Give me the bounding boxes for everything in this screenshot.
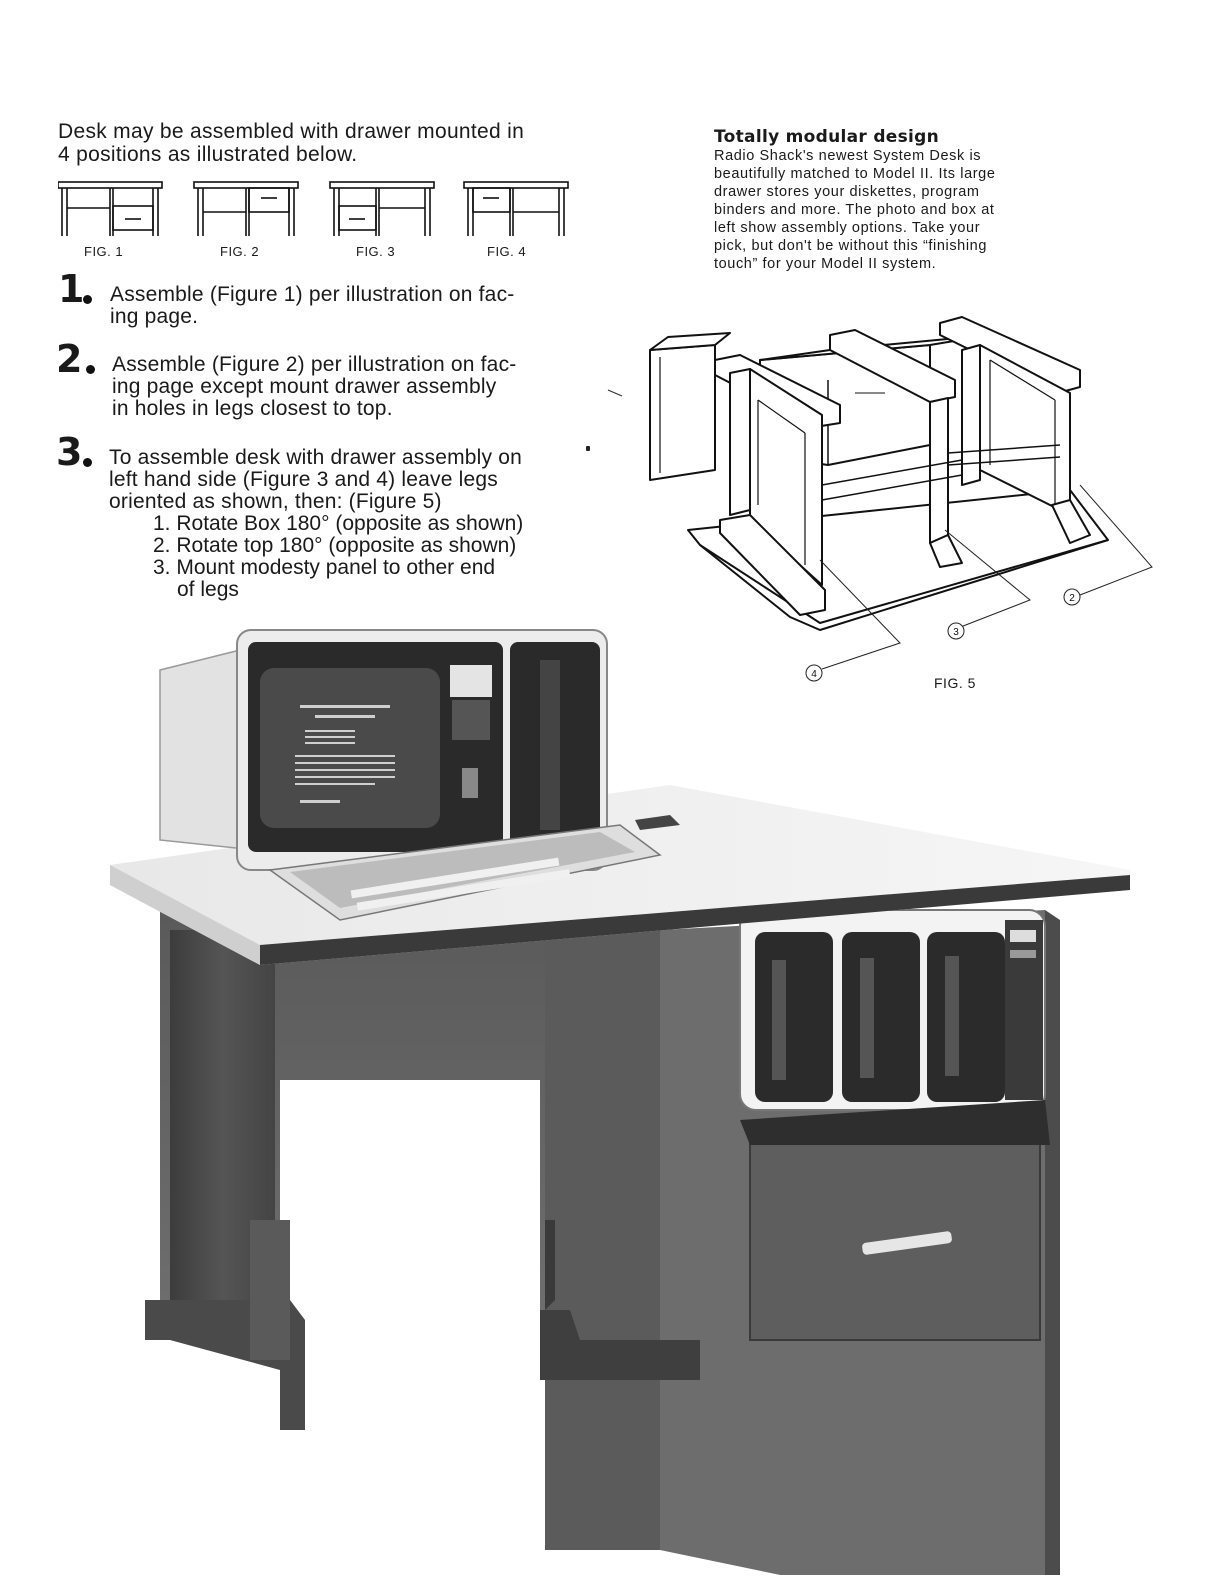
sidebar-line-3: drawer stores your diskettes, program [714,184,980,200]
fig-1-drawing [58,181,163,236]
desk-photo-icon [110,629,1130,1575]
step-2-bullet [86,365,95,374]
step-3-sub-4: of legs [177,578,239,601]
step-3-text: To assemble desk with drawer assembly on… [109,447,571,513]
callout-3: 3 [947,622,965,640]
disk-drive-2 [842,932,920,1102]
sidebar-line-6: pick, but don't be without this “finishi… [714,238,987,254]
step-1-line-1: Assemble (Figure 1) per illustration on … [110,283,515,306]
callout-4: 4 [805,664,823,682]
stray-mark [586,446,590,451]
drawer-position-figures [58,181,569,236]
sidebar-title: Totally modular design [714,127,940,147]
sidebar-line-2: beautifully matched to Model II. Its lar… [714,166,996,182]
svg-text:2: 2 [1069,593,1075,604]
drawer-handle [862,1231,952,1255]
fig-3-drawing [329,181,435,236]
svg-text:4: 4 [811,669,817,680]
step-3-line-1: To assemble desk with drawer assembly on [109,446,523,469]
sidebar-line-7: touch” for your Model II system. [714,256,937,272]
step-2-line-1: Assemble (Figure 2) per illustration on … [112,353,517,376]
sidebar-body: Radio Shack's newest System Desk is beau… [714,147,1054,273]
step-2-line-3: in holes in legs closest to top. [112,397,393,420]
step-3-sub-1: 1. Rotate Box 180° (opposite as shown) [153,512,524,535]
step-3-sub-3: 3. Mount modesty panel to other end [153,556,496,579]
callout-2: 2 [1063,588,1081,606]
sidebar-line-1: Radio Shack's newest System Desk is [714,148,982,164]
sidebar-line-4: binders and more. The photo and box at [714,202,995,218]
step-3-number: 3 [56,430,83,474]
step-3-sublist: 1. Rotate Box 180° (opposite as shown) 2… [153,513,573,601]
step-1-text: Assemble (Figure 1) per illustration on … [110,284,570,328]
step-1-number: 1 [58,267,85,311]
desk-modesty-panel [160,910,640,1320]
crt-screen [260,668,440,828]
fig-5-caption: FIG. 5 [934,675,976,691]
fig-2-caption: FIG. 2 [220,244,260,259]
step-2-text: Assemble (Figure 2) per illustration on … [112,354,572,420]
fig-4-drawing [463,181,569,236]
step-2-number: 2 [56,337,83,381]
leg-2-top [939,316,1081,394]
sidebar-line-5: left show assembly options. Take your [714,220,981,236]
step-1-bullet [83,295,92,304]
step-3-sub-2: 2. Rotate top 180° (opposite as shown) [153,534,517,557]
fig-1-caption: FIG. 1 [84,244,124,259]
step-3-bullet [83,458,92,467]
desk-center-leg [545,930,660,1550]
fig-5-exploded-diagram: 4 3 2 [607,316,1153,682]
desk-left-leg [170,930,275,1310]
svg-text:3: 3 [953,627,959,638]
fig-3-caption: FIG. 3 [356,244,396,259]
step-2-line-2: ing page except mount drawer assembly [112,375,497,398]
intro-line-2: 4 positions as illustrated below. [58,143,358,166]
step-3-line-3: oriented as shown, then: (Figure 5) [109,490,442,513]
intro-line-1: Desk may be assembled with drawer mounte… [58,120,525,143]
disk-drive-1 [755,932,833,1102]
fig-4-caption: FIG. 4 [487,244,527,259]
step-3-line-2: left hand side (Figure 3 and 4) leave le… [109,468,498,491]
step-1-line-2: ing page. [110,305,199,328]
disk-drive-3 [927,932,1005,1102]
fig-2-drawing [193,181,299,236]
intro-text: Desk may be assembled with drawer mounte… [58,120,588,166]
leg-3-top [829,329,956,403]
